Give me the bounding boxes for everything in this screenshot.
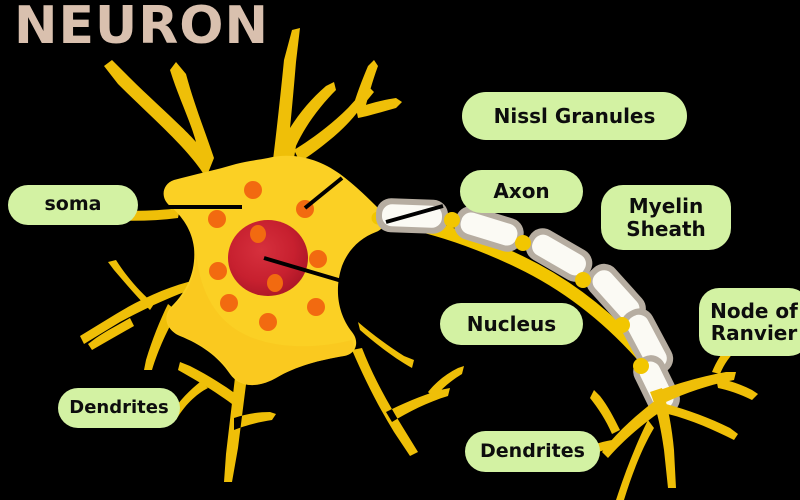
dendrite-bottom-left — [168, 352, 276, 482]
label-dendrites-left-text: Dendrites — [69, 396, 169, 418]
leader-line-nissl — [303, 176, 344, 210]
axon-terminal-branch — [616, 420, 654, 500]
label-dendrites-bottom-text: Dendrites — [480, 439, 585, 462]
nissl-granule — [208, 210, 226, 228]
nissl-granule — [309, 250, 327, 268]
node-of-ranvier — [633, 358, 649, 374]
nissl-granule — [307, 298, 325, 316]
dendrite-bottom-right — [352, 348, 464, 456]
axon-terminal-branch — [666, 404, 738, 440]
label-dendrites-bottom[interactable]: Dendrites — [465, 431, 600, 472]
dendrites-group — [40, 28, 464, 482]
label-nissl-granules-text: Nissl Granules — [493, 103, 656, 128]
soma-shading — [167, 248, 354, 386]
leader-line-nucleus — [263, 256, 353, 286]
label-nucleus[interactable]: Nucleus — [440, 303, 583, 345]
nissl-granule — [259, 313, 277, 331]
axon-terminals-group — [572, 340, 758, 500]
label-axon-text: Axon — [493, 179, 550, 204]
label-axon[interactable]: Axon — [460, 170, 583, 213]
label-node-of-ranvier[interactable]: Node of Ranvier — [699, 288, 800, 356]
node-of-ranvier-group — [444, 212, 649, 374]
label-dendrites-left[interactable]: Dendrites — [58, 388, 180, 428]
leader-line-axon — [385, 204, 444, 224]
label-nucleus-text: Nucleus — [466, 311, 557, 336]
page-title: NEURON — [14, 0, 270, 56]
myelin-segment — [525, 228, 593, 282]
axon-terminal-trunk — [650, 388, 676, 488]
label-node-of-ranvier-line2: Ranvier — [710, 321, 798, 345]
nissl-granules-group — [208, 181, 327, 331]
label-myelin-sheath-line2: Sheath — [626, 216, 706, 241]
label-soma-text: soma — [44, 193, 102, 216]
axon-terminal-branch — [572, 390, 660, 462]
label-node-of-ranvier-line1: Node of — [710, 298, 798, 323]
nissl-granule — [267, 274, 283, 292]
label-nissl-granules[interactable]: Nissl Granules — [462, 92, 687, 140]
axon-terminal-branch — [660, 340, 758, 402]
nissl-granule — [250, 225, 266, 243]
label-myelin-sheath-line1: Myelin — [628, 194, 704, 219]
dendrite-right-lower — [358, 322, 414, 368]
nissl-granule — [220, 294, 238, 312]
myelin-segment — [454, 206, 524, 252]
dendrite-top-center — [272, 28, 336, 170]
dendrite-top-left — [104, 60, 214, 178]
myelin-segment — [586, 263, 646, 327]
leader-lines-group — [144, 176, 444, 286]
label-soma[interactable]: soma — [8, 185, 138, 225]
label-myelin-sheath[interactable]: Myelin Sheath — [601, 185, 731, 250]
node-of-ranvier — [614, 317, 630, 333]
node-of-ranvier — [575, 272, 591, 288]
nissl-granule — [209, 262, 227, 280]
node-of-ranvier — [515, 235, 531, 251]
dendrite-left-middle — [80, 260, 196, 350]
nissl-granule — [244, 181, 262, 199]
node-of-ranvier — [444, 212, 460, 228]
dendrite-top-right-branch — [294, 60, 402, 162]
